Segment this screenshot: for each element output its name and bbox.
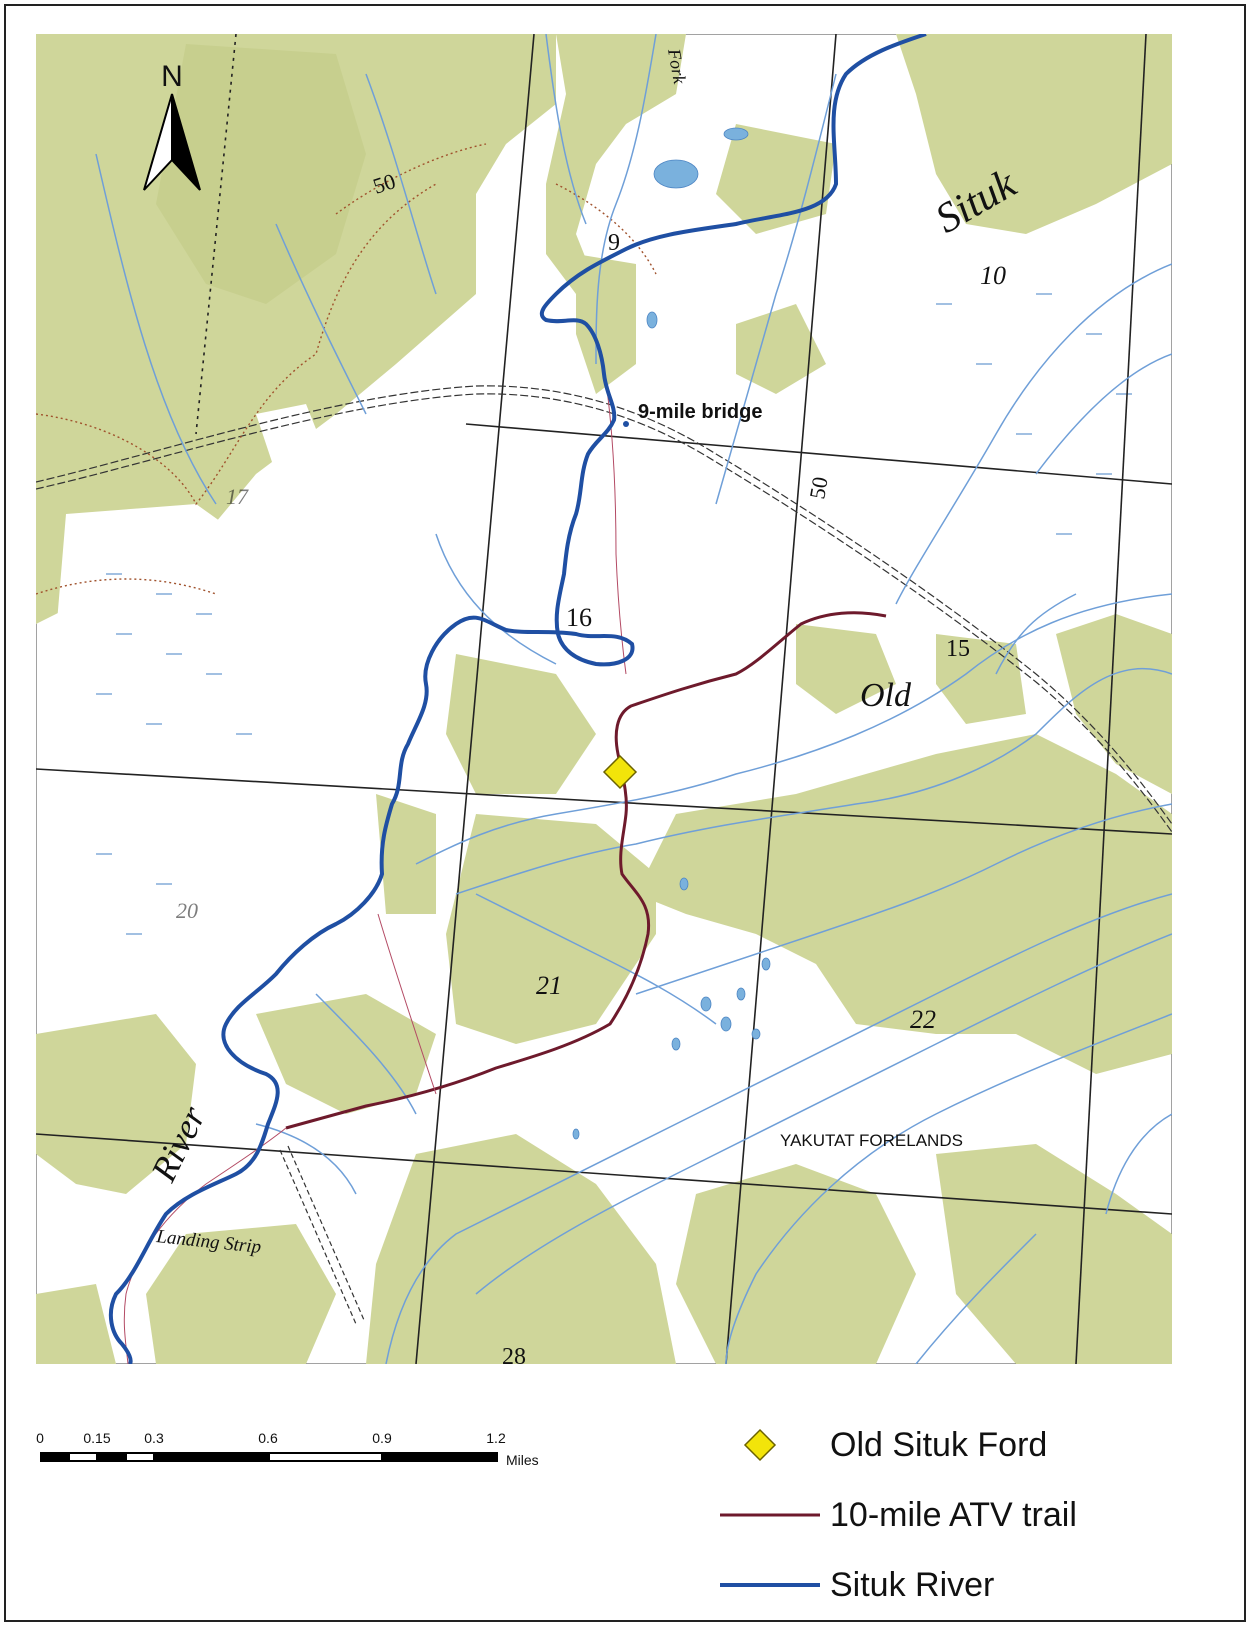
scale-segment bbox=[268, 1452, 383, 1462]
legend-item-atv-trail: 10-mile ATV trail bbox=[720, 1490, 1220, 1540]
legend-label: Situk River bbox=[830, 1566, 995, 1604]
section-number: 21 bbox=[536, 971, 562, 1000]
label-nine-mile-bridge: 9-mile bridge bbox=[638, 401, 762, 423]
marsh-area bbox=[56, 293, 1132, 935]
blue-line-icon bbox=[720, 1583, 820, 1587]
legend-label: 10-mile ATV trail bbox=[830, 1496, 1077, 1534]
scale-tick: 0.3 bbox=[144, 1430, 164, 1446]
ponds bbox=[572, 127, 771, 1140]
contour-label: 50 bbox=[804, 475, 832, 501]
section-grid bbox=[36, 34, 1172, 1364]
section-number: 20 bbox=[176, 898, 198, 923]
section-number: 16 bbox=[566, 603, 592, 632]
maroon-line-icon bbox=[720, 1513, 820, 1517]
topo-map: N 9-mile bridge YAKUTAT FORELANDS Landin… bbox=[36, 34, 1172, 1364]
legend-item-situk-river: Situk River bbox=[720, 1560, 1220, 1610]
north-arrow: N bbox=[143, 60, 201, 191]
scale-tick: 1.2 bbox=[486, 1430, 506, 1446]
scale-tick: 0.15 bbox=[83, 1430, 111, 1446]
section-number: 10 bbox=[980, 261, 1006, 290]
old-situk-ford-marker bbox=[602, 754, 638, 790]
section-number: 28 bbox=[502, 1344, 526, 1364]
scale-segment bbox=[382, 1452, 498, 1462]
scale-bar: 0 0.15 0.3 0.6 0.9 1.2 Miles bbox=[36, 1430, 560, 1490]
legend-label: Old Situk Ford bbox=[830, 1426, 1048, 1464]
label-yakutat-forelands: YAKUTAT FORELANDS bbox=[780, 1131, 963, 1150]
section-number: 15 bbox=[946, 636, 970, 662]
scale-tick: 0.6 bbox=[258, 1430, 278, 1446]
streams bbox=[95, 34, 1172, 1364]
road bbox=[36, 385, 1172, 833]
bridge-point bbox=[623, 421, 629, 427]
scale-tick: 0.9 bbox=[372, 1430, 392, 1446]
scale-tick: 0 bbox=[36, 1430, 44, 1446]
north-label: N bbox=[161, 60, 183, 93]
legend-item-ford: Old Situk Ford bbox=[720, 1420, 1220, 1470]
section-number: 9 bbox=[608, 230, 620, 256]
scale-segment bbox=[68, 1452, 98, 1462]
contours bbox=[36, 143, 657, 595]
situk-river bbox=[108, 34, 927, 1364]
atv-trail bbox=[285, 611, 887, 1130]
scale-units: Miles bbox=[506, 1452, 539, 1468]
yellow-diamond-icon bbox=[743, 1428, 777, 1462]
scale-segment bbox=[154, 1452, 269, 1462]
section-number: 22 bbox=[910, 1005, 936, 1034]
legend: Old Situk Ford 10-mile ATV trail Situk R… bbox=[720, 1420, 1220, 1620]
scale-segment bbox=[125, 1452, 155, 1462]
section-number: 17 bbox=[226, 484, 249, 509]
scale-segment bbox=[97, 1452, 126, 1462]
label-old: Old bbox=[860, 677, 912, 714]
scale-segment bbox=[40, 1452, 69, 1462]
